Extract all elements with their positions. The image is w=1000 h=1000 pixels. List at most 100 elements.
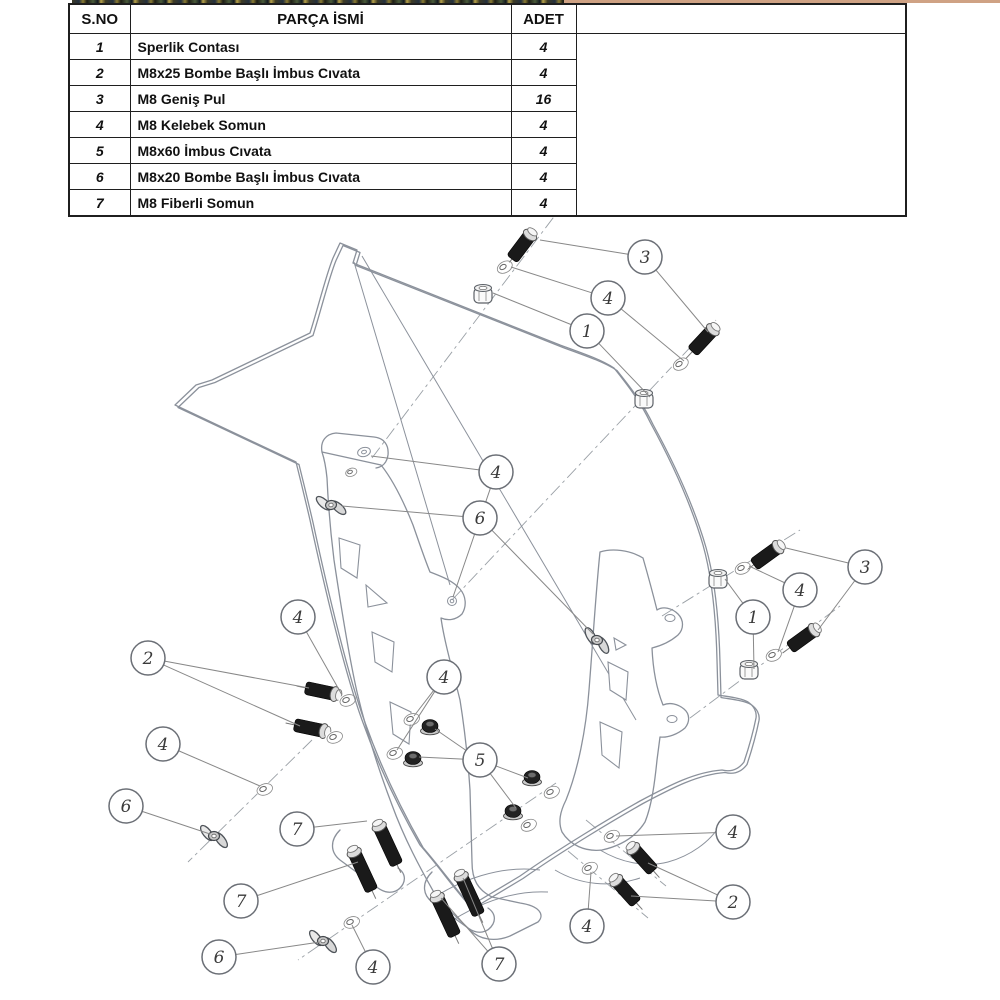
leader-line <box>724 578 744 604</box>
lower-clamps <box>331 829 641 933</box>
leader-line <box>256 861 359 897</box>
grommet-glyph <box>634 388 654 409</box>
axis-line <box>585 819 667 887</box>
bracket-hole <box>447 596 457 606</box>
washer-glyph <box>764 648 782 662</box>
cell-serial-no: 2 <box>68 59 131 86</box>
cell-blank <box>575 33 907 217</box>
washer-glyph <box>255 783 273 796</box>
leader-line <box>598 342 651 398</box>
balloon-4: 4 <box>478 454 514 490</box>
bracket-hole <box>664 614 676 622</box>
balloon-number: 6 <box>475 509 486 529</box>
balloon-number: 1 <box>582 322 593 342</box>
cell-quantity: 4 <box>510 33 577 60</box>
balloon-number: 5 <box>475 751 486 771</box>
balloon-leader-lines <box>141 239 856 955</box>
bracket-hole <box>357 446 371 458</box>
balloon-number: 4 <box>438 668 450 688</box>
bolt-glyph <box>296 681 343 702</box>
bolt-glyph <box>782 622 822 654</box>
bolt-glyph <box>608 872 643 910</box>
u-clamp <box>423 871 495 933</box>
leader-line <box>305 631 343 696</box>
leader-line <box>418 756 464 760</box>
washer-glyph <box>542 785 560 799</box>
bracket-slot <box>607 661 629 701</box>
cell-quantity: 16 <box>510 85 577 112</box>
balloon-number: 4 <box>367 958 379 978</box>
cell-quantity: 4 <box>510 189 577 217</box>
axis-line <box>187 739 313 863</box>
leader-line <box>785 547 849 564</box>
top-photo-sliver-right <box>564 0 1000 3</box>
locknut-glyph <box>522 770 542 787</box>
windshield-outline <box>174 242 760 910</box>
u-clamp <box>331 829 405 893</box>
bracket-hole <box>361 449 367 455</box>
col-header-name: PARÇA İSMİ <box>129 3 512 34</box>
balloon-6: 6 <box>462 500 498 536</box>
washer-glyph <box>495 260 513 274</box>
bolt-long-glyph <box>371 818 403 873</box>
leader-line <box>510 266 592 294</box>
balloon-1: 1 <box>569 313 605 349</box>
bolt-long-glyph <box>429 889 461 944</box>
leader-line <box>341 505 464 518</box>
bracket-slot <box>599 721 623 770</box>
leader-line <box>413 690 435 717</box>
washer-glyph <box>385 747 403 760</box>
cell-part-name: M8 Kelebek Somun <box>129 111 512 138</box>
locknut-glyph <box>420 719 440 736</box>
leader-line <box>163 664 301 727</box>
balloon-number: 7 <box>292 820 303 840</box>
leader-line <box>752 633 755 670</box>
leader-line <box>615 832 717 837</box>
bolt-glyph <box>506 227 538 267</box>
cell-quantity: 4 <box>510 59 577 86</box>
col-header-qty: ADET <box>510 3 577 34</box>
wingnut-glyph <box>199 824 229 849</box>
leader-line <box>164 660 310 689</box>
balloon-number: 7 <box>494 955 505 975</box>
balloon-4: 4 <box>590 280 626 316</box>
balloon-4: 4 <box>145 726 181 762</box>
cell-serial-no: 3 <box>68 85 131 112</box>
cell-part-name: M8x25 Bombe Başlı İmbus Cıvata <box>129 59 512 86</box>
balloon-number: 3 <box>640 248 651 268</box>
leader-line <box>539 239 629 255</box>
leader-line <box>351 924 366 953</box>
balloon-2: 2 <box>715 884 751 920</box>
leader-line <box>492 292 572 326</box>
bracket-slot <box>371 631 395 673</box>
bracket-slot <box>389 701 412 745</box>
col-header-blank <box>575 3 907 34</box>
wingnut-glyph <box>308 929 338 954</box>
balloon-4: 4 <box>782 572 818 608</box>
leader-line <box>370 455 480 471</box>
balloon-number: 2 <box>142 649 154 669</box>
bracket-hole <box>666 715 678 723</box>
balloon-4: 4 <box>280 599 316 635</box>
axis-line <box>567 850 649 919</box>
washer-glyph <box>342 916 360 929</box>
bolt-glyph <box>685 321 721 359</box>
leader-line <box>440 897 489 952</box>
left-bracket <box>320 432 542 941</box>
balloon-4: 4 <box>715 814 751 850</box>
assembly-axis-lines <box>187 213 841 961</box>
balloon-number: 4 <box>292 608 304 628</box>
leader-line <box>489 773 517 809</box>
cell-serial-no: 1 <box>68 33 131 60</box>
bolt-glyph <box>285 718 332 739</box>
wingnut-glyph <box>584 627 610 654</box>
balloon-1: 1 <box>735 599 771 635</box>
balloon-6: 6 <box>201 939 237 975</box>
cell-quantity: 4 <box>510 111 577 138</box>
